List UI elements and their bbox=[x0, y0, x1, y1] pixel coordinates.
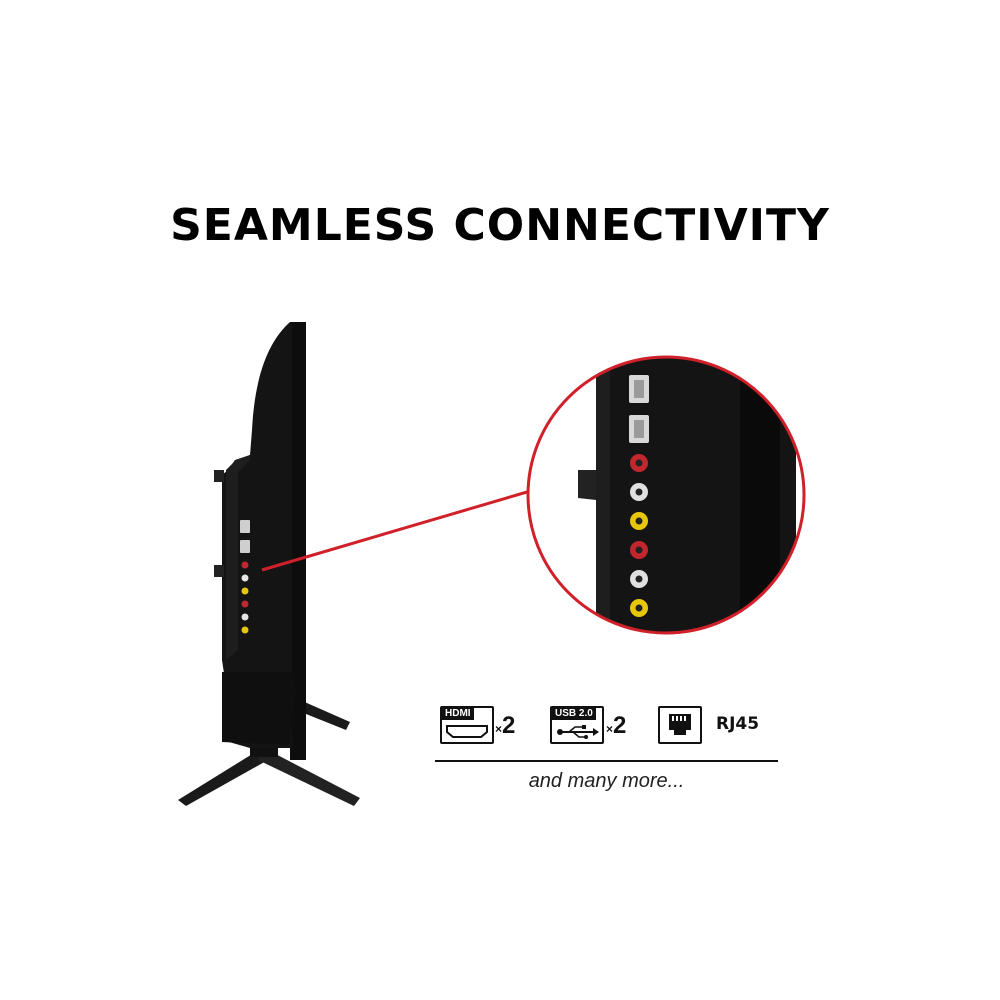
usb-icon: USB 2.0 bbox=[550, 706, 604, 744]
hdmi-label: HDMI bbox=[442, 708, 474, 720]
rj45-badge bbox=[658, 706, 706, 744]
usb-count: ×2 bbox=[606, 712, 627, 739]
usb-badge: USB 2.0 bbox=[550, 706, 604, 744]
zoom-detail bbox=[526, 355, 806, 635]
ethernet-jack-glyph bbox=[669, 714, 691, 735]
zoom-connector-line bbox=[261, 490, 528, 572]
hdmi-port-icon: HDMI bbox=[440, 706, 494, 744]
divider-line bbox=[435, 760, 778, 762]
rj45-label: RJ45 bbox=[716, 714, 760, 734]
tv-side-profile bbox=[214, 322, 306, 760]
footer-note: and many more... bbox=[528, 770, 685, 792]
ethernet-port-icon bbox=[658, 706, 702, 744]
ports-row: HDMI ×2 USB 2.0 ×2 bbox=[440, 706, 780, 756]
hdmi-badge: HDMI bbox=[440, 706, 494, 744]
usb-label: USB 2.0 bbox=[552, 708, 596, 720]
usb-trident-glyph bbox=[557, 725, 599, 739]
headline: SEAMLESS CONNECTIVITY bbox=[170, 200, 830, 251]
hdmi-count: ×2 bbox=[495, 712, 516, 739]
hdmi-connector-glyph bbox=[446, 725, 488, 738]
